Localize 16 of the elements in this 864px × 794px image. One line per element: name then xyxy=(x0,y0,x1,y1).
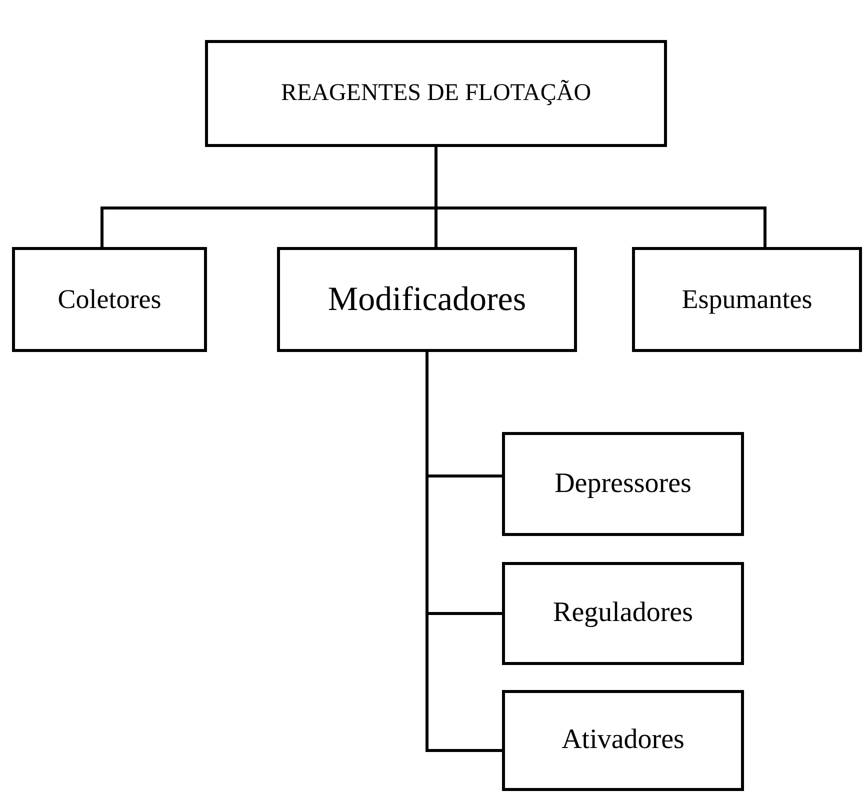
box-label: REAGENTES DE FLOTAÇÃO xyxy=(280,80,592,108)
box-label: Coletores xyxy=(58,284,162,316)
category-box xyxy=(502,562,744,665)
category-box xyxy=(502,432,744,536)
box-label: Depressores xyxy=(554,468,692,500)
box-label: Espumantes xyxy=(682,284,812,316)
box-label: Reguladores xyxy=(553,597,693,630)
category-box xyxy=(502,690,744,791)
box-label: Ativadores xyxy=(562,724,684,757)
category-box xyxy=(12,247,207,352)
connector-line xyxy=(434,147,766,247)
category-box xyxy=(277,247,577,352)
category-box xyxy=(205,40,667,147)
connector-line xyxy=(426,352,502,752)
box-label: Modificadores xyxy=(328,280,526,320)
category-box xyxy=(632,247,862,352)
